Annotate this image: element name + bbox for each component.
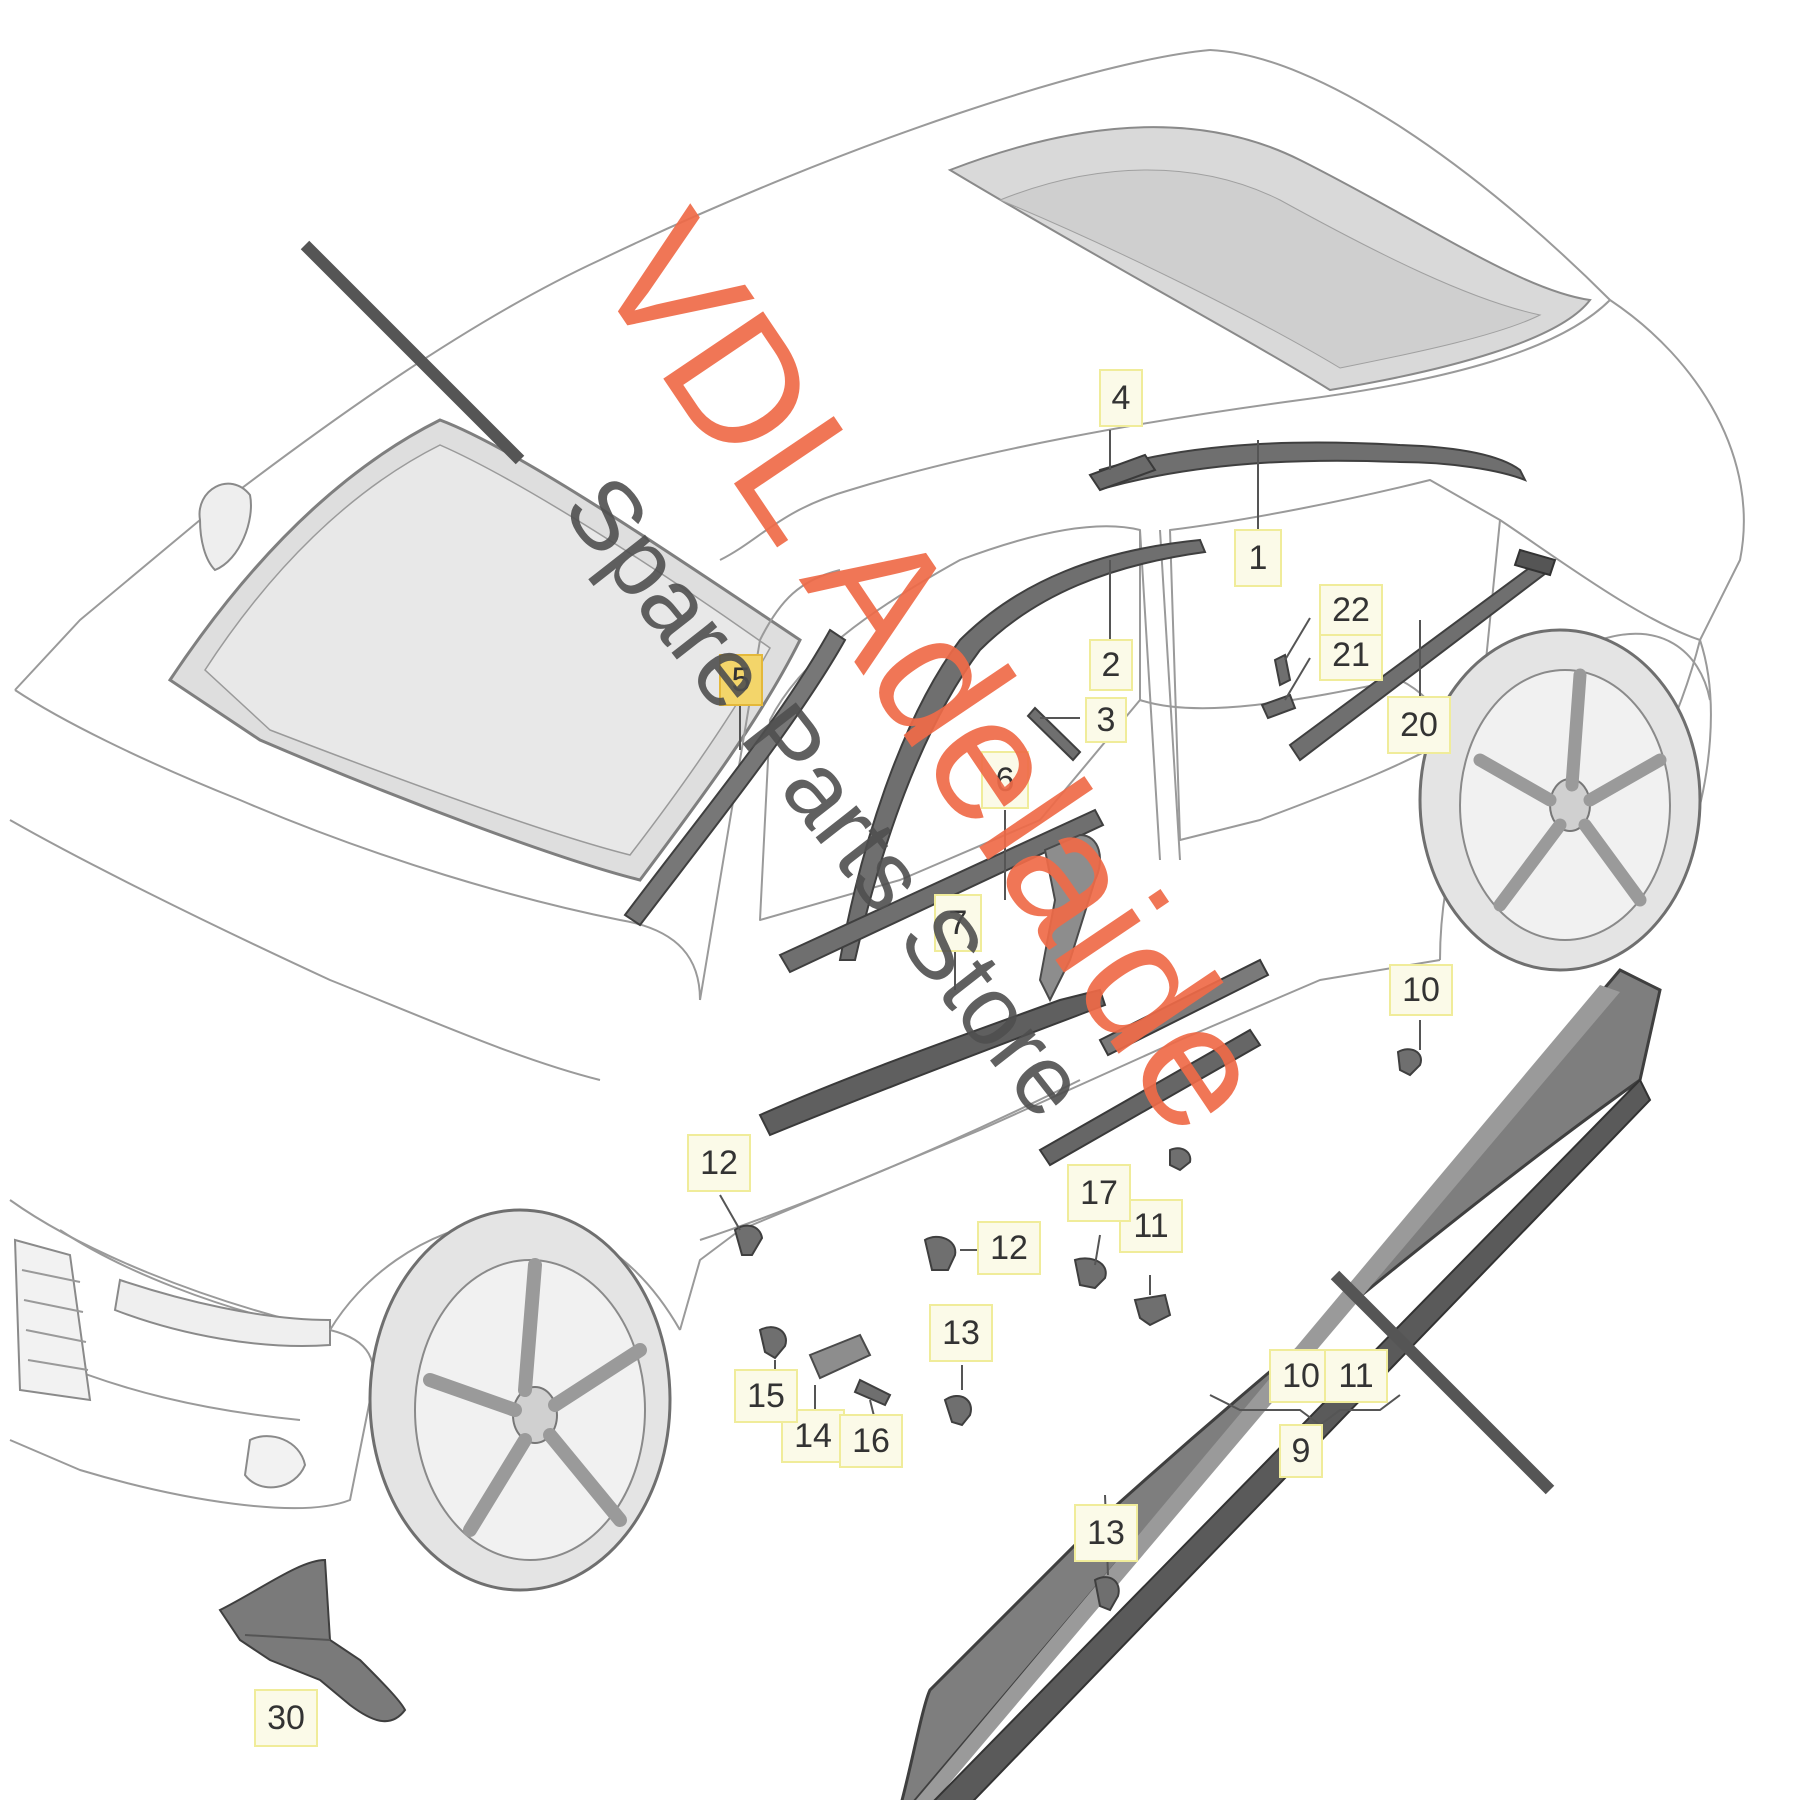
- fasteners: [733, 653, 1422, 1612]
- callout-2[interactable]: 2: [1089, 639, 1133, 691]
- callout-21[interactable]: 21: [1319, 629, 1383, 681]
- svg-text:6: 6: [996, 761, 1015, 799]
- clip-15-icon: [758, 1326, 787, 1360]
- clip-12-icon: [733, 1224, 764, 1256]
- svg-text:30: 30: [267, 1699, 305, 1737]
- svg-text:20: 20: [1400, 706, 1438, 744]
- callout-20[interactable]: 20: [1387, 696, 1451, 754]
- callout-22[interactable]: 22: [1319, 584, 1383, 636]
- callout-10b[interactable]: 10: [1269, 1349, 1333, 1403]
- screw-16-icon: [853, 1378, 892, 1407]
- clip-17-icon: [1073, 1257, 1107, 1290]
- car-body-outline: [9, 49, 1745, 1592]
- svg-text:10: 10: [1282, 1357, 1320, 1395]
- svg-text:21: 21: [1332, 636, 1370, 674]
- svg-text:13: 13: [942, 1314, 980, 1352]
- trim-parts: [218, 441, 1662, 1800]
- callout-30[interactable]: 30: [254, 1689, 318, 1747]
- clip-10-icon: [1396, 1048, 1422, 1077]
- part-clip-4: [1088, 453, 1157, 492]
- svg-text:11: 11: [1133, 1207, 1168, 1245]
- svg-text:2: 2: [1102, 646, 1121, 684]
- clip-extra-icon: [1169, 1147, 1192, 1172]
- callout-12a[interactable]: 12: [687, 1134, 751, 1192]
- callout-10a[interactable]: 10: [1389, 964, 1453, 1016]
- clip-3-icon: [1026, 706, 1082, 762]
- callout-17[interactable]: 17: [1067, 1164, 1131, 1222]
- part-wheel-arch-piece: [218, 1558, 407, 1723]
- watermark-slash-bottom: [1330, 1270, 1555, 1495]
- watermark-slash-top: [300, 240, 525, 465]
- part-door-frame-trim: [838, 538, 1207, 961]
- callout-9[interactable]: 9: [1279, 1424, 1323, 1478]
- svg-text:12: 12: [990, 1229, 1028, 1267]
- bracket-14-icon: [808, 1333, 872, 1380]
- callout-3[interactable]: 3: [1085, 697, 1127, 743]
- svg-text:22: 22: [1332, 591, 1370, 629]
- clip-21-icon: [1273, 653, 1292, 687]
- svg-text:1: 1: [1249, 539, 1268, 577]
- part-roof-trim: [1098, 441, 1528, 490]
- svg-text:4: 4: [1112, 379, 1131, 417]
- callout-7[interactable]: 7: [934, 894, 982, 952]
- part-a-pillar-trim: [623, 628, 847, 927]
- svg-text:5: 5: [732, 661, 751, 699]
- front-wheel: [368, 1208, 672, 1592]
- part-lower-door-seal: [758, 988, 1107, 1137]
- svg-text:3: 3: [1097, 701, 1116, 739]
- screw-12b-icon: [923, 1235, 957, 1271]
- svg-text:15: 15: [747, 1377, 785, 1415]
- svg-text:10: 10: [1402, 971, 1440, 1009]
- callout-6[interactable]: 6: [981, 751, 1029, 809]
- callout-1[interactable]: 1: [1234, 529, 1282, 587]
- callout-5[interactable]: 5: [719, 654, 763, 706]
- part-bracket: [1038, 833, 1101, 1003]
- svg-text:13: 13: [1087, 1514, 1125, 1552]
- callout-4[interactable]: 4: [1099, 369, 1143, 427]
- clip-13-icon: [943, 1395, 972, 1427]
- svg-text:14: 14: [794, 1417, 832, 1455]
- clip-11-icon: [1133, 1293, 1172, 1327]
- grille: [13, 1238, 92, 1402]
- callout-15[interactable]: 15: [734, 1369, 798, 1423]
- clip-22-icon: [1260, 693, 1297, 720]
- rear-wheel: [1418, 628, 1711, 972]
- svg-text:7: 7: [949, 904, 968, 942]
- svg-text:12: 12: [700, 1144, 738, 1182]
- clip-13b-icon: [1093, 1576, 1120, 1612]
- callout-13a[interactable]: 13: [929, 1304, 993, 1362]
- svg-text:11: 11: [1338, 1357, 1373, 1395]
- svg-text:9: 9: [1292, 1432, 1311, 1470]
- part-belt-trim: [778, 808, 1105, 974]
- callout-12b[interactable]: 12: [977, 1221, 1041, 1275]
- svg-text:17: 17: [1080, 1174, 1118, 1212]
- svg-text:16: 16: [852, 1422, 890, 1460]
- callout-labels: 1 2 3 4 5 6 7 9 10 10 11 11 12 12 13 13 …: [254, 369, 1453, 1747]
- callout-11b[interactable]: 11: [1324, 1349, 1388, 1403]
- callout-16[interactable]: 16: [839, 1414, 903, 1468]
- callout-13b[interactable]: 13: [1074, 1504, 1138, 1562]
